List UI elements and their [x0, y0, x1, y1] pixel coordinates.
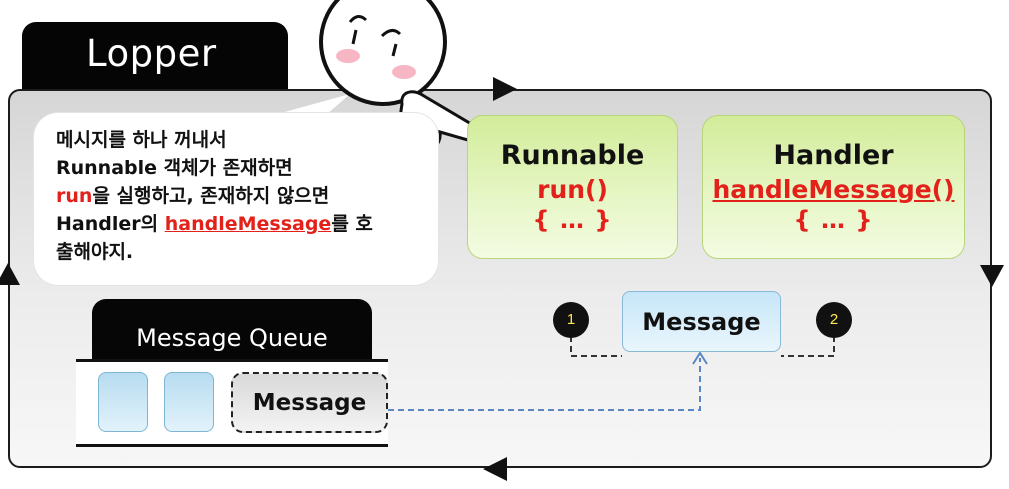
bubble-line-5: 출해야지. [56, 241, 134, 263]
loop-arrow-top [493, 77, 517, 101]
handler-method: handleMessage() [712, 175, 955, 204]
dequeue-arrow-line [388, 358, 701, 411]
handler-box: Handler handleMessage() { … } [702, 115, 965, 259]
step2-connector [781, 336, 835, 357]
lopper-title: Lopper [86, 32, 217, 75]
bubble-line-4-start: Handler의 [56, 213, 165, 235]
bubble-run-keyword: run [56, 185, 93, 207]
bubble-line-3: run을 실행하고, 존재하지 않으면 [56, 182, 436, 210]
loop-arrow-bottom [483, 457, 507, 481]
current-message-box: Message [622, 291, 781, 352]
handler-name: Handler [773, 140, 894, 171]
queue-slot [98, 372, 148, 432]
bubble-line-3-rest: 을 실행하고, 존재하지 않으면 [92, 185, 330, 207]
dequeue-arrowhead [692, 351, 708, 365]
runnable-method: run() [537, 175, 608, 204]
runnable-box: Runnable run() { … } [467, 115, 678, 259]
loop-arrow-right [980, 265, 1004, 287]
loop-arrow-left [0, 263, 20, 285]
speech-bubble-text: 메시지를 하나 꺼내서 Runnable 객체가 존재하면 run을 실행하고,… [56, 126, 436, 266]
speech-bubble [34, 113, 438, 285]
bubble-line-2: Runnable 객체가 존재하면 [56, 157, 293, 179]
bubble-line-1: 메시지를 하나 꺼내서 [56, 129, 227, 151]
message-queue-title: Message Queue [136, 324, 328, 352]
step-2-circle: 2 [816, 302, 852, 338]
step-1-circle: 1 [553, 302, 589, 338]
runnable-name: Runnable [500, 140, 645, 171]
queued-message: Message [231, 372, 388, 433]
bubble-line-4-rest: 를 호 [331, 213, 373, 235]
step1-connector [570, 336, 622, 357]
bubble-handlemessage-keyword: handleMessage [164, 213, 332, 235]
lopper-header-tab [22, 22, 288, 94]
handler-body: { … } [793, 206, 874, 234]
message-queue-tab [92, 299, 372, 361]
queue-slot [164, 372, 214, 432]
runnable-body: { … } [532, 206, 613, 234]
bubble-line-4: Handler의 handleMessage를 호 [56, 210, 436, 238]
